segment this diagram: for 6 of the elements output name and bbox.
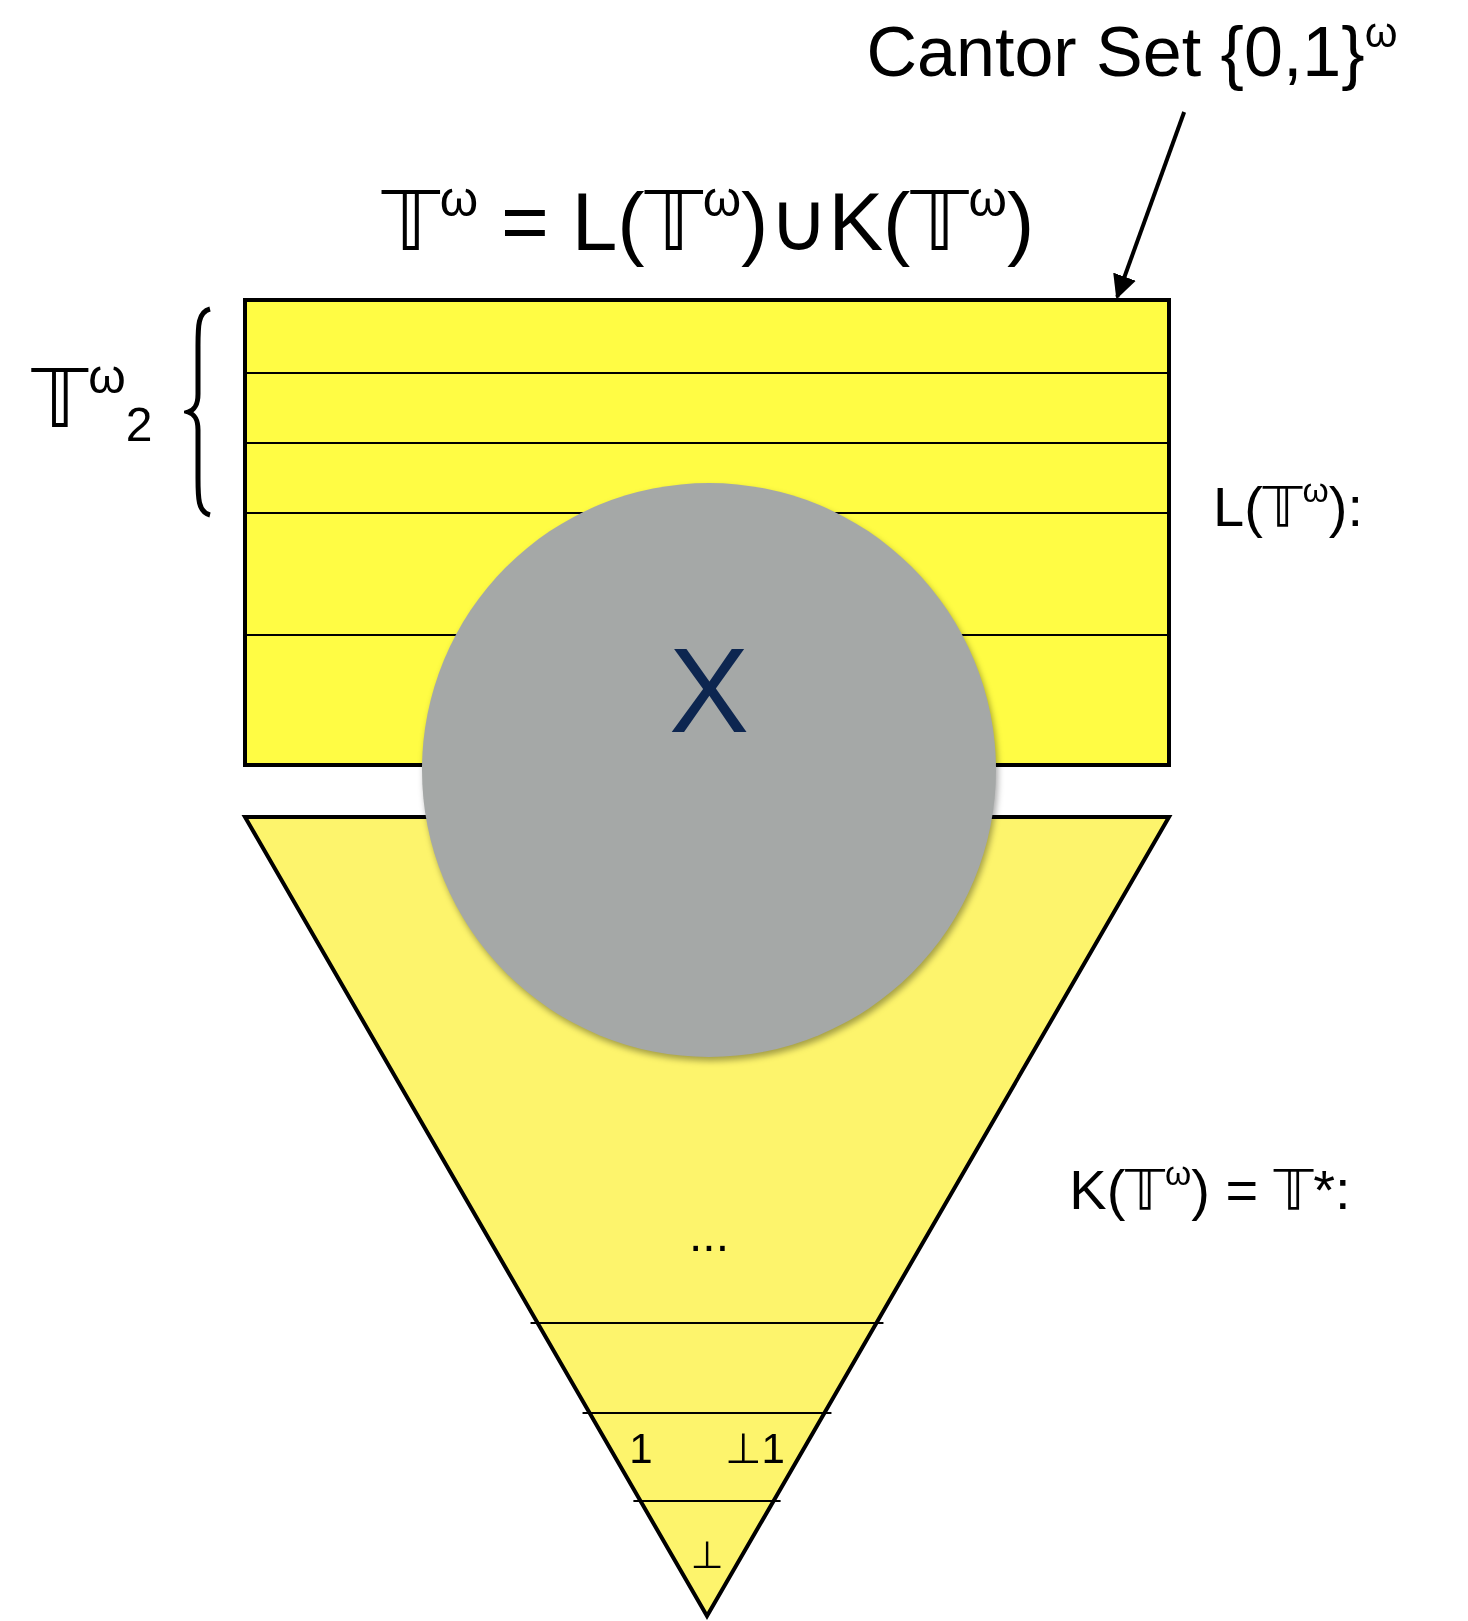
tree-root-label: ⊥ [690, 1536, 724, 1574]
ellipsis-text: ... [689, 1211, 729, 1259]
arrow [1113, 111, 1187, 300]
tree-level-label: ⊥1 [725, 1428, 785, 1470]
circle-label: X [669, 630, 749, 750]
tree-level-label: 1 [629, 1428, 653, 1470]
